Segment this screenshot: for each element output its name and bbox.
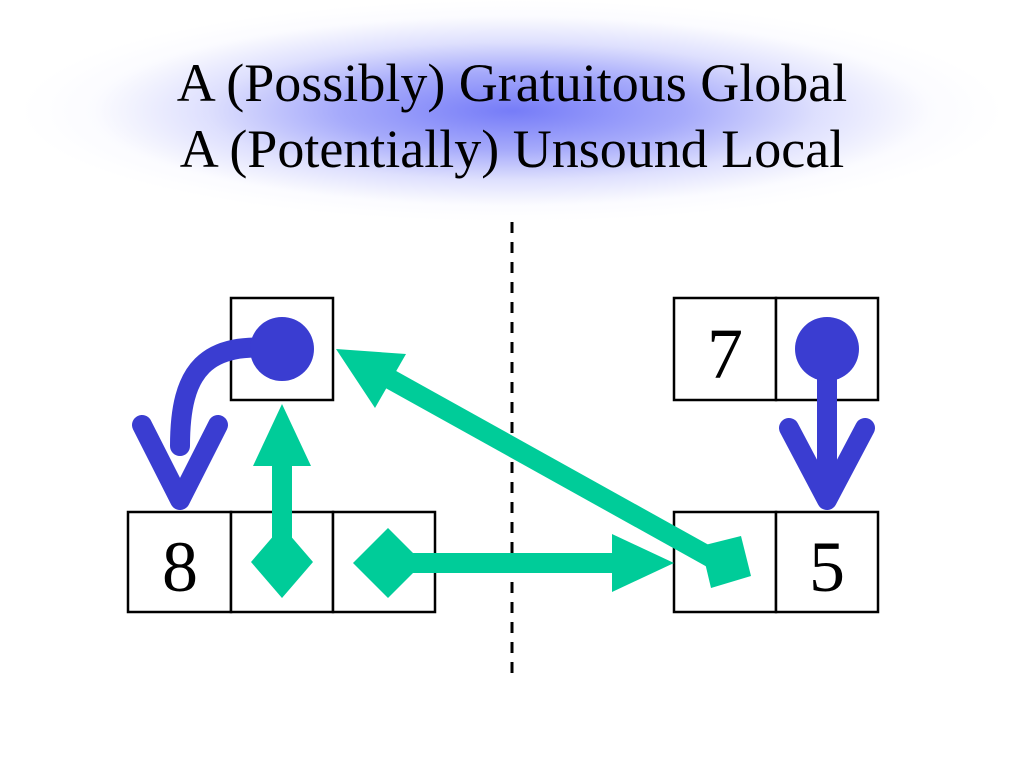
blue-pointer-left (132, 317, 314, 510)
right-bottom-cell-value (774, 510, 880, 614)
title-line-2: A (Potentially) Unsound Local (179, 119, 845, 179)
title-glow (20, 0, 1004, 222)
blue-arrowhead-icon (132, 415, 228, 510)
green-arrowhead-icon (336, 349, 406, 408)
green-square-icon (701, 536, 751, 588)
green-arrowhead-icon (612, 534, 674, 592)
green-edge-diagonal (336, 349, 751, 588)
green-diamond-icon (353, 528, 423, 598)
right-top-value-label: 7 (707, 314, 743, 394)
green-edge-up (251, 404, 313, 598)
green-edge-right (353, 528, 674, 598)
blue-arrowhead-icon (779, 418, 875, 510)
blue-dot-icon (795, 317, 859, 381)
right-bottom-value-label: 5 (809, 527, 845, 607)
page-title: A (Possibly) Gratuitous Global A (Potent… (0, 50, 1024, 182)
left-bottom-value-label: 8 (162, 527, 198, 607)
green-diamond-icon (251, 526, 313, 598)
blue-pointer-right (779, 317, 875, 510)
blue-dot-icon (250, 317, 314, 381)
title-line-1: A (Possibly) Gratuitous Global (176, 53, 848, 113)
green-arrowhead-icon (253, 404, 311, 466)
